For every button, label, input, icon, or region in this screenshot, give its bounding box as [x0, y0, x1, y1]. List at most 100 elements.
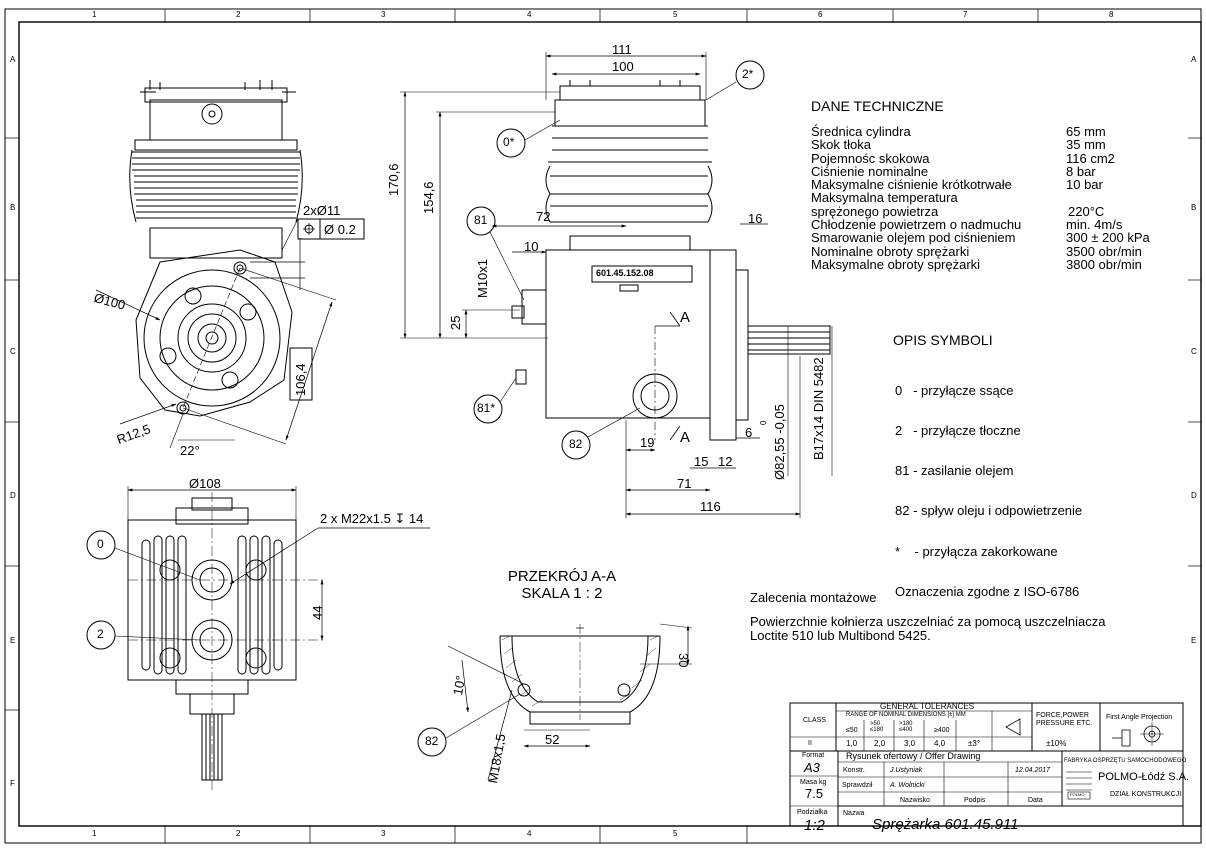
tech-label: Maksymalne ciśnienie krótkotrwałe — [811, 177, 1012, 193]
row-label: B — [10, 203, 16, 212]
symbols-title: OPIS SYMBOLI — [893, 332, 993, 348]
tech-value: min. 4m/s — [1066, 217, 1123, 233]
row-label: F — [10, 779, 15, 788]
col-label: 3 — [381, 10, 386, 19]
row-label: B — [1191, 203, 1197, 212]
title-table — [789, 750, 1184, 827]
tech-value: 35 mm — [1066, 137, 1106, 153]
dim-111: 111 — [612, 42, 632, 57]
front-head — [149, 99, 283, 141]
scale-value: 1:2 — [804, 817, 825, 834]
tech-label: Smarowanie olejem pod ciśnieniem — [811, 230, 1016, 246]
company: FABRYKA OSPRZĘTU SAMOCHODOWEGO — [1064, 758, 1187, 764]
dim-30: 30 — [676, 653, 691, 668]
konstr-label: Konstr. — [843, 767, 865, 774]
tech-label: Średnica cylindra — [811, 124, 911, 139]
callout-82 — [561, 430, 591, 460]
tech-label: Chłodzenie powietrzem o nadmuchu — [811, 217, 1022, 233]
scale-label: Podziałka — [797, 809, 828, 816]
dim-116: 116 — [700, 499, 721, 514]
col-label: 5 — [673, 829, 678, 838]
row-label: C — [1191, 347, 1197, 356]
col-label: 2 — [236, 10, 241, 19]
dim-71: 71 — [677, 476, 692, 491]
dim-dia82: Ø82,55 -0,05 — [772, 404, 787, 480]
dim-6: 6 — [745, 425, 753, 440]
callout-label: 2* — [742, 67, 754, 81]
row-label: E — [10, 636, 16, 645]
section-scale-text: SKALA 1 : 2 — [521, 585, 603, 602]
callout-2s — [735, 60, 765, 90]
section-marker-a: A — [680, 309, 691, 326]
format-value: A3 — [804, 760, 820, 775]
col-date: Data — [1028, 797, 1043, 804]
col-label: 6 — [818, 10, 823, 19]
tech-value: 3500 obr/min — [1066, 243, 1142, 259]
dim-44: 44 — [310, 605, 325, 620]
dim-25: 25 — [448, 315, 463, 330]
cooling-fins — [141, 535, 283, 675]
callout-label: 81* — [477, 401, 496, 415]
callout-label: 0 — [97, 537, 104, 551]
callout-label: 2 — [97, 627, 104, 641]
callout-0 — [86, 530, 116, 560]
col-label: 7 — [963, 10, 968, 19]
symbol-item: 2 - przyłącze tłoczne — [895, 423, 1021, 439]
dim-19: 19 — [640, 435, 655, 450]
projection-label: First Angle Projection — [1106, 714, 1173, 721]
dim-m22: 2 x M22x1.5 ↧ 14 — [320, 511, 424, 526]
dim-154: 154,6 — [421, 181, 436, 214]
department: DZIAŁ KONSTRUKCJI — [1110, 791, 1182, 798]
tol-class: CLASS — [803, 717, 826, 724]
konstr-value: J.Ustyniak — [890, 767, 923, 774]
tol-range: RANGE OF NOMINAL DIMENSIONS [±] MM — [846, 712, 966, 718]
tol-title: GENERAL TOLERANCES — [880, 702, 975, 711]
front-cooling — [134, 139, 298, 151]
tol-val: 3,0 — [904, 739, 916, 748]
dim-10: 10 — [524, 239, 539, 254]
symbol-item: * - przyłącza zakorkowane — [895, 543, 1058, 559]
mass-label: Masa kg — [800, 779, 827, 786]
dim-100: 100 — [612, 59, 634, 74]
dim-16: 16 — [748, 211, 763, 226]
callout-label: 81 — [474, 213, 488, 227]
col-label: 5 — [673, 10, 678, 19]
col-label: 4 — [527, 10, 532, 19]
col-label: 1 — [92, 829, 97, 838]
notes-line: Loctite 510 lub Multibond 5425. — [750, 628, 931, 643]
mass-value: 7.5 — [805, 786, 824, 801]
section-view — [417, 623, 693, 781]
callout-label: 82 — [569, 437, 583, 451]
col-label: 3 — [381, 829, 386, 838]
callout-label: 82 — [425, 734, 439, 748]
sprawdz-label: Sprawdził — [842, 782, 873, 789]
tol-val: ±3° — [968, 739, 981, 748]
company-name: POLMO-Łódź S.A. — [1098, 771, 1190, 783]
tech-label: sprężonego powietrza — [811, 203, 939, 219]
tech-label: Maksymalna temperatura — [811, 190, 958, 206]
dim-spline: B17x14 DIN 5482 — [811, 357, 826, 460]
format-label: Format — [802, 752, 825, 759]
symbol-item: 81 - zasilanie olejem — [895, 463, 1014, 479]
tech-value: 8 bar — [1066, 163, 1096, 179]
callout-0s — [496, 128, 526, 158]
notes-line: Powierzchnie kołnierza uszczelniać za po… — [750, 614, 1106, 629]
inner-frame — [18, 21, 1202, 827]
dim-pos02: Ø 0.2 — [324, 222, 356, 237]
name-label: Nazwa — [843, 810, 865, 817]
tech-value: 65 mm — [1066, 124, 1106, 139]
row-label: A — [1191, 55, 1197, 64]
tol-force: FORCE,POWER PRESSURE ETC. — [1036, 712, 1093, 727]
section-outline — [499, 635, 661, 713]
sprawdz-value: A. Wolnicki — [890, 782, 925, 789]
row-label: C — [10, 347, 16, 356]
drawing-type: Rysunek ofertowy / Offer Drawing — [846, 751, 981, 761]
shaft-spline — [747, 325, 831, 355]
front-flange — [135, 249, 293, 417]
callout-label: 0* — [503, 135, 515, 149]
tol-val: 4,0 — [934, 739, 946, 748]
col-sign: Podpis — [964, 797, 986, 804]
dim-72: 72 — [536, 209, 551, 224]
tol-class-val: II — [808, 740, 812, 747]
dim-m10: M10x1 — [475, 258, 490, 298]
